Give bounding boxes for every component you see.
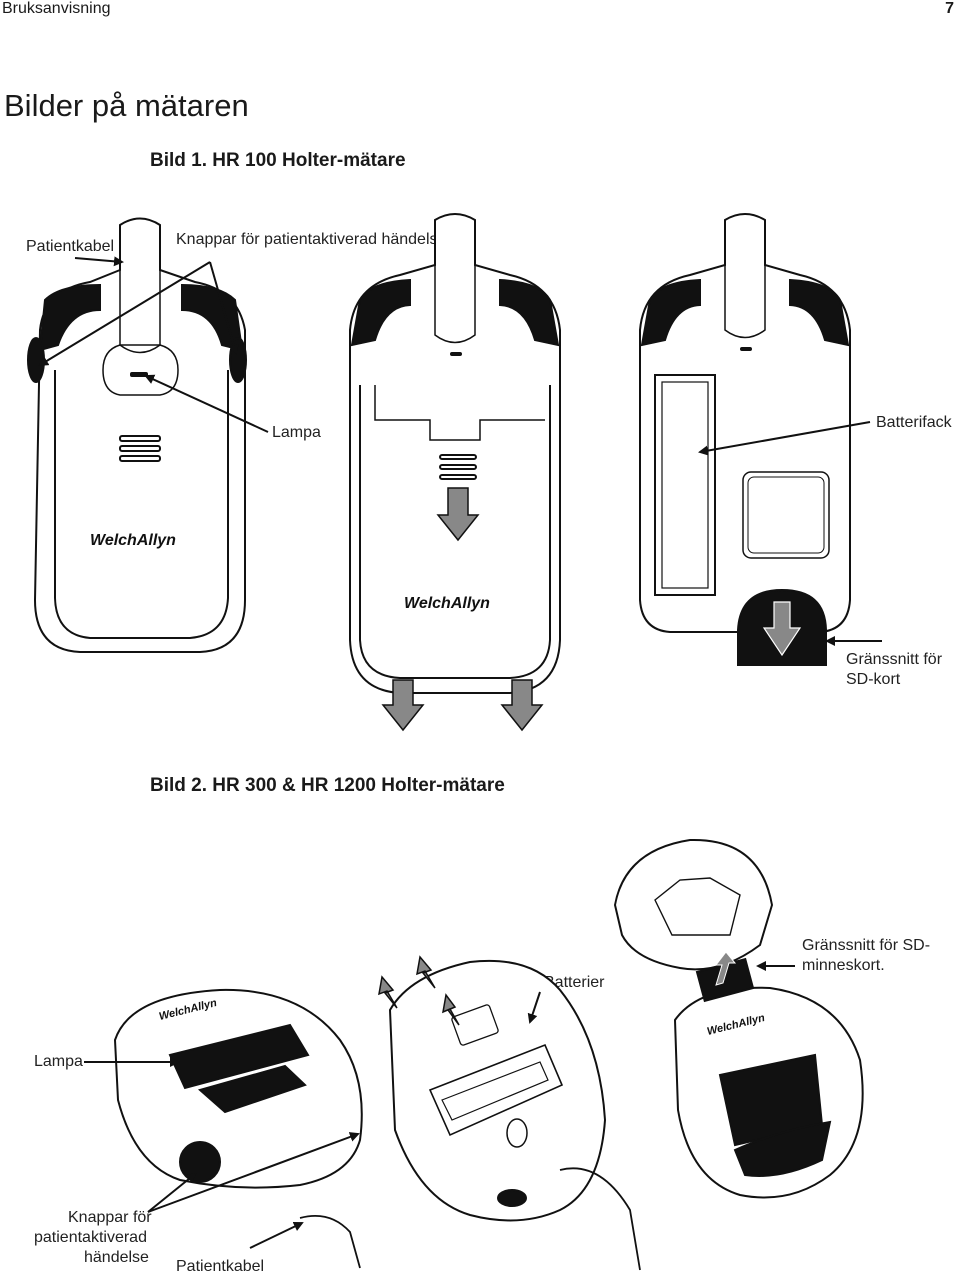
fig2-label-event-buttons-line3: händelse: [84, 1249, 149, 1266]
fig1-label-battery-compartment: Batterifack: [876, 414, 952, 431]
slide-down-arrow-icon: [500, 679, 544, 732]
slide-up-arrow-icon: [416, 955, 436, 989]
fig1-label-event-buttons: Knappar för patientaktiverad händelse: [176, 231, 447, 248]
slide-up-arrow-icon: [378, 975, 398, 1009]
running-header: Bruksanvisning: [2, 0, 111, 17]
logo-1: WelchAllyn: [90, 532, 176, 549]
hr100-cover-open-illustration: [349, 213, 561, 694]
fig2-slide-arrows: [378, 955, 460, 1026]
slide-arrows-group: [381, 487, 544, 732]
figure-1-caption: Bild 1. HR 100 Holter-mätare: [150, 150, 406, 171]
page-number: 7: [945, 0, 954, 17]
fig1-label-sd-interface-line1: Gränssnitt för: [846, 651, 943, 668]
fig2-label-sd-interface-line2: minneskort.: [802, 957, 885, 974]
fig1-label-sd-interface-line2: SD-kort: [846, 671, 901, 688]
fig2-label-patient-cable: Patientkabel: [176, 1258, 265, 1275]
slide-down-arrow-icon: [381, 679, 425, 732]
hr100-front-illustration: [27, 217, 247, 653]
fig1-label-patient-cable: Patientkabel: [26, 238, 115, 255]
hr300-front-illustration: [113, 988, 363, 1269]
fig1-leader-lines: [38, 256, 882, 646]
hr300-open-illustration: [388, 959, 641, 1271]
logo-2: WelchAllyn: [404, 595, 490, 612]
hr300-sd-illustration: [613, 838, 864, 1199]
slide-down-arrow-icon: [436, 487, 480, 542]
figure-2-caption: Bild 2. HR 300 & HR 1200 Holter-mätare: [150, 775, 505, 796]
fig2-label-sd-interface-line1: Gränssnitt för SD-: [802, 937, 931, 954]
slide-up-arrow-icon: [442, 993, 460, 1026]
fig2-label-batteries: Batterier: [544, 974, 605, 991]
fig2-label-lamp: Lampa: [34, 1053, 83, 1070]
hr100-battery-compartment-illustration: [639, 213, 851, 666]
page-title: Bilder på mätaren: [4, 88, 249, 123]
fig2-leader-lines: [84, 961, 795, 1249]
fig1-label-lamp: Lampa: [272, 424, 321, 441]
fig2-label-event-buttons-line1: Knappar för: [68, 1209, 152, 1226]
fig2-label-event-buttons-line2: patientaktiverad: [34, 1229, 147, 1246]
